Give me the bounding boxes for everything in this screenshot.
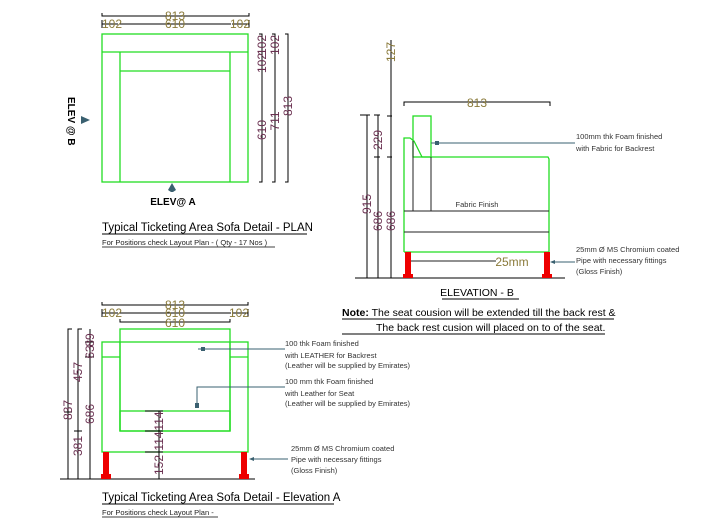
elev-a-callout-backrest-2: with LEATHER for Backrest xyxy=(284,351,377,360)
elev-b-callout-legs-1: 25mm Ø MS Chromium coated xyxy=(576,245,679,254)
elev-a-arrow-icon xyxy=(168,183,176,192)
elev-a-dim-left: 102 xyxy=(102,306,122,320)
elevation-a-view: 813 610 102 102 610 89 6 xyxy=(60,298,411,518)
note-line1: The seat cousion will be extended till t… xyxy=(369,307,616,319)
elev-a-marker-label: ELEV@ A xyxy=(150,197,196,208)
elev-a-dim-c-a: 114 xyxy=(152,411,166,430)
elev-a-callout-backrest-3: (Leather will be supplied by Emirates) xyxy=(285,361,411,370)
fabric-finish-label: Fabric Finish xyxy=(456,200,499,209)
leader-dot-icon xyxy=(435,141,439,145)
elev-b-dim-overall: 915 xyxy=(360,194,374,214)
elevation-b-leaders xyxy=(431,142,575,263)
elevation-b-view: 127 813 229 915 686 686 Fabric Finish 25… xyxy=(342,40,679,335)
elevation-a-sofa-outline xyxy=(101,328,249,453)
elev-a-callout-legs-2: Pipe with necessary fittings xyxy=(291,455,382,464)
elev-b-dim-top: 127 xyxy=(384,42,398,62)
elev-b-dim-leg: 25mm xyxy=(495,255,528,269)
note-text-line1: Note: The seat cousion will be extended … xyxy=(342,307,616,319)
elev-b-callout-backrest-1: 100mm thk Foam finished xyxy=(576,132,662,141)
plan-sofa-outline xyxy=(101,33,249,183)
leader-dot-icon xyxy=(195,403,199,408)
leg-right xyxy=(544,252,550,276)
plan-dim-top xyxy=(101,13,250,28)
elev-a-dim-c-b: 114 xyxy=(152,431,166,450)
elev-a-callout-seat-1: 100 mm thk Foam finished xyxy=(285,377,373,386)
leg-right-foot xyxy=(239,474,249,479)
elev-a-dim-top xyxy=(101,302,249,323)
elevation-a-legs xyxy=(101,452,249,479)
elev-b-callout-legs-2: Pipe with necessary fittings xyxy=(576,256,667,265)
elev-a-callout-seat-2: with Leather for Seat xyxy=(284,389,355,398)
elev-a-dim-center-lines xyxy=(145,410,163,479)
elev-b-callout-backrest-2: with Fabric for Backrest xyxy=(575,144,655,153)
plan-dim-right xyxy=(259,33,289,183)
elevation-b-inner-lines xyxy=(404,141,549,262)
plan-view: 813 610 102 102 102 102 610 102 711 813 … xyxy=(65,9,313,248)
elev-b-callout-legs-3: (Gloss Finish) xyxy=(576,267,623,276)
leg-left-foot xyxy=(101,474,111,479)
elev-b-dim-backrest: 229 xyxy=(371,130,385,150)
elev-a-dim-v-a: 89 xyxy=(83,333,97,347)
elevation-b-sofa-outline xyxy=(403,115,550,253)
note-line2: The back rest cusion will placed on to o… xyxy=(376,322,605,334)
plan-dim-left: 102 xyxy=(102,17,122,31)
leg-right xyxy=(241,452,247,476)
note-label: Note: xyxy=(342,307,369,319)
plan-dim-v-a: 102 xyxy=(255,35,269,55)
elev-b-dim-width: 813 xyxy=(467,96,487,110)
elev-a-dim-v-f: 381 xyxy=(71,436,85,456)
plan-dim-overall: 813 xyxy=(165,9,185,23)
plan-dim-v-e: 711 xyxy=(268,111,282,130)
elevation-a-subtitle: For Positions check Layout Plan - xyxy=(102,508,214,517)
elev-a-callout-seat-3: (Leather will be supplied by Emirates) xyxy=(285,399,411,408)
elev-b-arrow-icon xyxy=(81,116,90,124)
plan-dim-v-f: 813 xyxy=(281,96,295,116)
elevation-b-dims xyxy=(355,40,565,279)
leader-arrow-icon xyxy=(249,457,254,461)
plan-dim-v-c: 610 xyxy=(255,120,269,140)
leader-arrow-icon xyxy=(550,260,555,264)
plan-title: Typical Ticketing Area Sofa Detail - PLA… xyxy=(102,222,313,234)
elev-b-dim-seat1: 686 xyxy=(371,211,385,231)
leg-right-foot xyxy=(542,274,552,278)
elev-a-dim-v-e: 686 xyxy=(83,404,97,424)
plan-subtitle: For Positions check Layout Plan - ( Qty … xyxy=(102,238,268,247)
elev-a-dim-c-c: 152 xyxy=(152,455,166,475)
elev-a-dim-v-d: 837 xyxy=(61,400,75,420)
elev-a-dim-left-lines xyxy=(60,328,255,480)
plan-dim-right: 102 xyxy=(230,17,250,31)
leg-left-foot xyxy=(403,274,413,278)
elev-b-dim-seat2: 686 xyxy=(384,211,398,231)
elev-a-callout-legs-3: (Gloss Finish) xyxy=(291,466,338,475)
elev-b-marker-label: ELEV @ B xyxy=(65,97,76,146)
elev-a-dim-v-b: 63 xyxy=(83,345,97,359)
plan-dim-middle: 610 xyxy=(165,17,185,31)
elev-a-callout-backrest-1: 100 thk Foam finished xyxy=(285,339,359,348)
elev-a-dim-v-c: 457 xyxy=(71,362,85,382)
plan-dim-v-b: 102 xyxy=(255,53,269,73)
leader-dot-icon xyxy=(201,347,205,351)
elevation-b-legs xyxy=(403,252,552,278)
leg-left xyxy=(103,452,109,476)
elevation-b-title: ELEVATION - B xyxy=(440,287,514,299)
leg-left xyxy=(405,252,411,276)
elevation-a-title: Typical Ticketing Area Sofa Detail - Ele… xyxy=(102,492,341,504)
plan-dim-v-d: 102 xyxy=(268,35,282,55)
elev-a-dim-overall: 813 xyxy=(165,298,185,312)
elev-a-callout-legs-1: 25mm Ø MS Chromium coated xyxy=(291,444,394,453)
elev-a-dim-right: 102 xyxy=(229,306,249,320)
elevation-a-leaders xyxy=(196,348,288,460)
elev-a-dim-inner: 610 xyxy=(165,316,185,330)
elev-a-dim-middle: 610 xyxy=(165,306,185,320)
